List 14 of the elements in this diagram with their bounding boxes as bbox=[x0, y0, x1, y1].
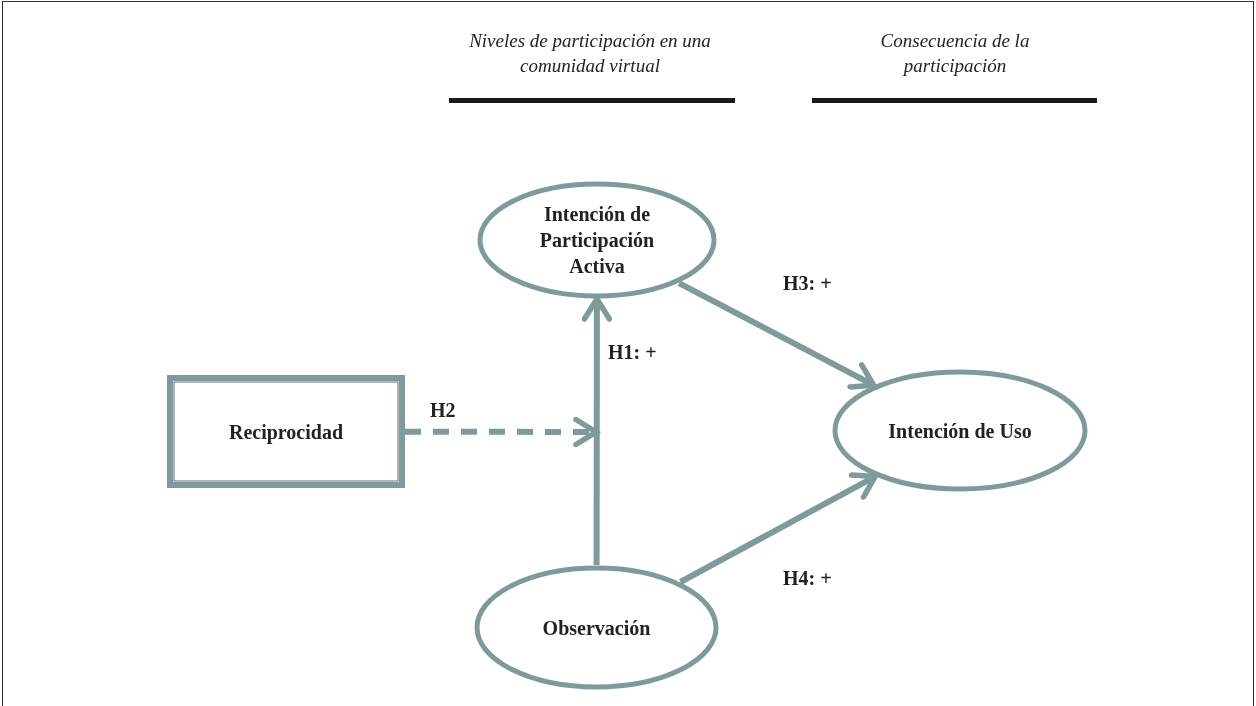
column-heading: Consecuencia de la participación bbox=[879, 29, 1031, 78]
construct-ellipse bbox=[474, 565, 719, 690]
construct-ellipse bbox=[477, 181, 717, 299]
node-label: Observación bbox=[541, 615, 652, 641]
arrow bbox=[581, 296, 613, 565]
construct-box bbox=[167, 375, 405, 488]
dashed-arrow bbox=[405, 416, 599, 448]
arrow bbox=[677, 280, 877, 390]
node-label: Intención de Uso bbox=[887, 418, 1033, 444]
node-label: Intención de Participación Activa bbox=[538, 202, 656, 279]
node-label: Reciprocidad bbox=[227, 419, 345, 445]
construct-ellipse bbox=[832, 369, 1088, 492]
arrow bbox=[679, 472, 878, 585]
column-heading: Niveles de participación en una comunidad virtual bbox=[468, 29, 712, 78]
